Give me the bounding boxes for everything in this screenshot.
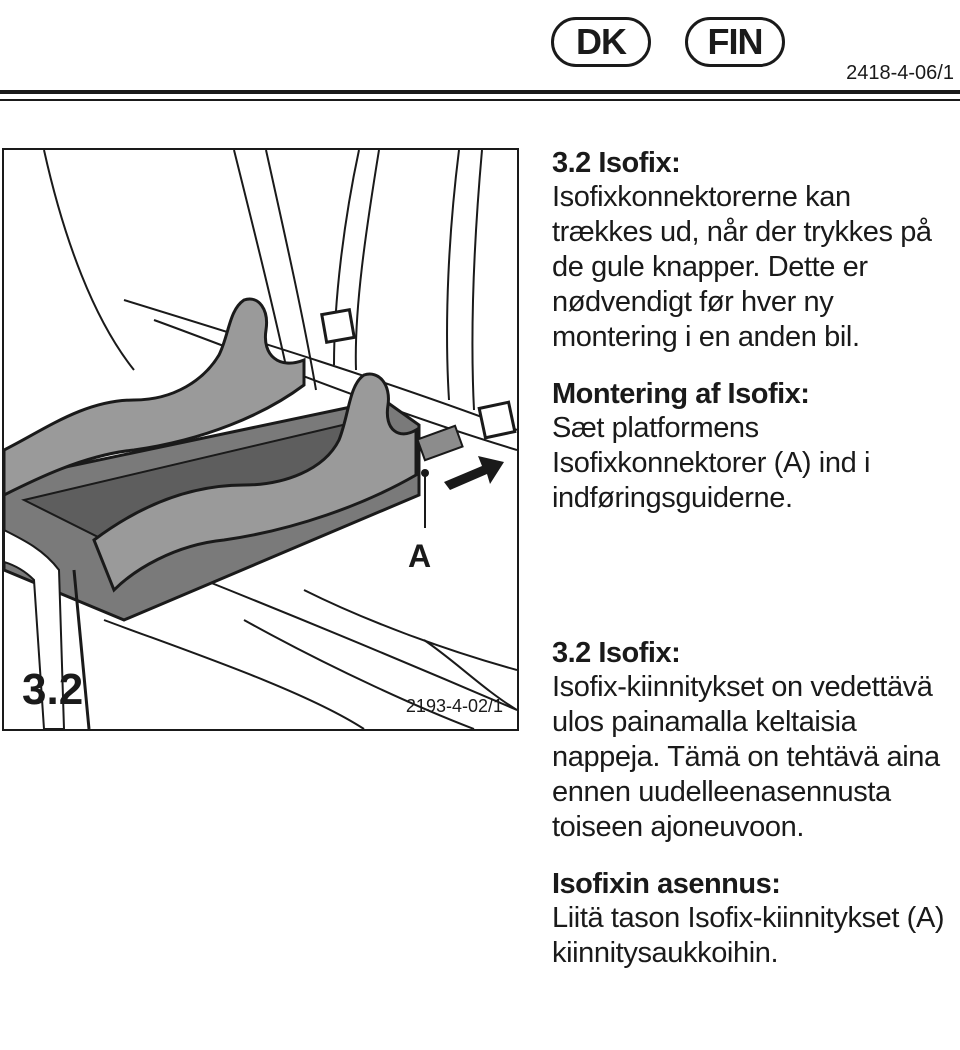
isofix-illustration: A 3.2 2193-4-02/1	[2, 148, 519, 731]
figure-section-label: 3.2	[22, 665, 84, 714]
callout-label-a: A	[408, 538, 432, 574]
danish-instructions: 3.2 Isofix: Isofixkonnektorerne kan træk…	[552, 147, 957, 516]
header-rule-thick	[0, 90, 960, 94]
document-number: 2418-4-06/1	[846, 62, 954, 84]
language-badge-fin: FIN	[685, 17, 785, 67]
dk-heading-isofix: 3.2 Isofix:	[552, 147, 681, 179]
finnish-instructions: 3.2 Isofix: Isofix-kiinnitykset on vedet…	[552, 637, 957, 971]
fin-heading-isofix: 3.2 Isofix:	[552, 637, 681, 669]
fin-heading-asennus: Isofixin asennus:	[552, 868, 781, 900]
dk-body-isofix: Isofixkonnektorerne kan trækkes ud, når …	[552, 181, 932, 353]
language-badge-dk: DK	[551, 17, 651, 67]
fin-body-isofix: Isofix-kiinnitykset on vedettävä ulos pa…	[552, 671, 940, 843]
fin-body-asennus: Liitä tason Isofix-kiinnitykset (A) kiin…	[552, 902, 945, 969]
dk-body-montering: Sæt platformens Isofixkonnektorer (A) in…	[552, 412, 870, 514]
dk-heading-montering: Montering af Isofix:	[552, 378, 810, 410]
header-rule-thin	[0, 99, 960, 101]
isofix-drawing	[4, 150, 517, 729]
drawing-code: 2193-4-02/1	[405, 696, 503, 716]
